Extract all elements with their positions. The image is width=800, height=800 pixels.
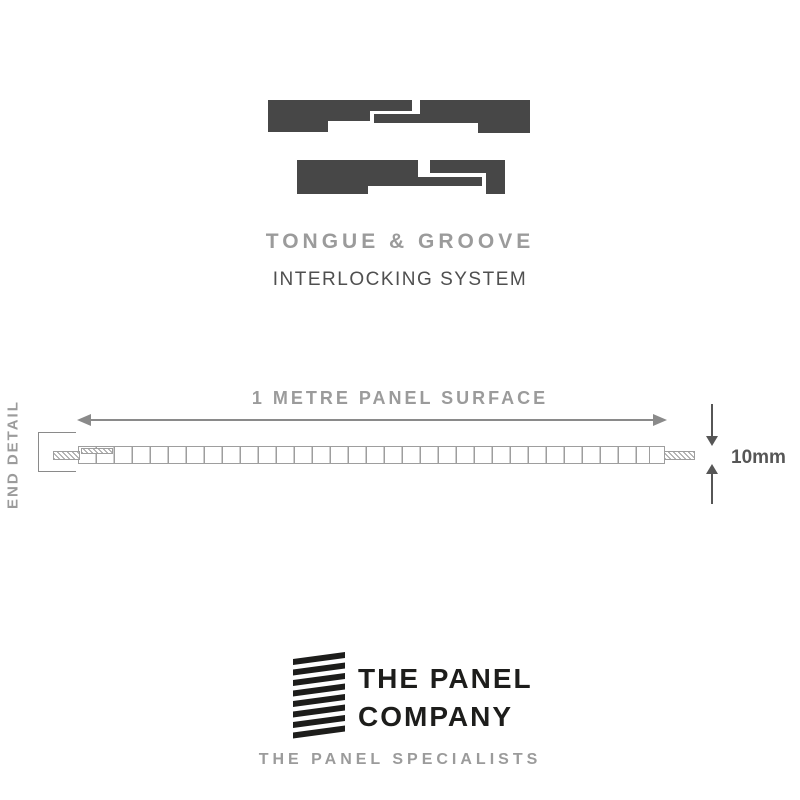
profile-top-right-panel <box>374 100 530 133</box>
left-tongue-detail <box>53 451 80 460</box>
profile-top-left-panel <box>268 100 412 132</box>
thickness-label: 10mm <box>731 447 786 468</box>
end-detail-label: END DETAIL <box>4 400 22 510</box>
dimension-arrow <box>77 414 667 426</box>
panel-right-end-step <box>649 446 665 464</box>
brand-tagline: THE PANEL SPECIALISTS <box>258 751 542 768</box>
brand-name-line1: THE PANEL <box>358 663 533 694</box>
profile-bottom-right-panel <box>430 160 505 194</box>
profile-bottom-left-panel <box>297 160 482 194</box>
brand-name: THE PANEL COMPANY <box>358 660 533 736</box>
thickness-arrows <box>706 404 718 504</box>
page-title: TONGUE & GROOVE <box>265 230 535 253</box>
page-subtitle: INTERLOCKING SYSTEM <box>272 269 528 290</box>
stacked-panels-logo-icon <box>293 652 345 739</box>
brand-name-line2: COMPANY <box>358 701 514 732</box>
dimension-label: 1 METRE PANEL SURFACE <box>251 388 549 408</box>
end-detail-bracket <box>38 432 76 472</box>
left-groove-detail <box>81 448 113 454</box>
right-tongue-detail <box>664 451 695 460</box>
tongue-groove-profiles-icon <box>268 100 530 194</box>
panel-cross-section <box>78 446 650 464</box>
